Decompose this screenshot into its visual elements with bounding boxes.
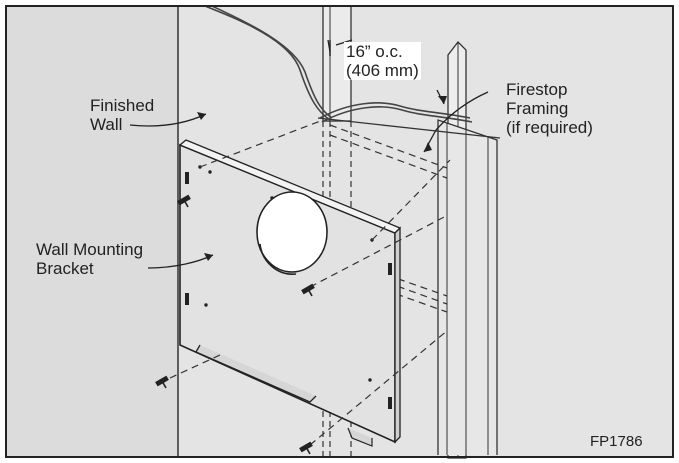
stud-spacing-line1: 16” o.c.: [346, 42, 403, 61]
stud-spacing-line2: (406 mm): [346, 61, 419, 80]
bracket-label: Wall Mounting Bracket: [36, 240, 143, 278]
bracket-line1: Wall Mounting: [36, 240, 144, 259]
firestop-line3: (if required): [506, 118, 593, 137]
bracket-line2: Bracket: [36, 259, 94, 278]
firestop-label: Firestop Framing (if required): [506, 80, 593, 137]
firestop-line1: Firestop: [506, 80, 568, 99]
figure-border: [5, 5, 674, 458]
screw-icon: [155, 194, 315, 455]
finished-wall-line2: Wall: [90, 115, 123, 134]
wall-top-line: [317, 117, 501, 139]
vent-hole: [256, 191, 328, 275]
stud-right: [437, 41, 498, 459]
figure-id: FP1786: [590, 433, 643, 450]
finished-wall-label: Finished Wall: [90, 96, 154, 134]
wiring-cables: [204, 5, 473, 123]
wall-mounting-bracket: [178, 139, 402, 447]
firestop-line2: Framing: [506, 99, 569, 118]
alignment-lines: [169, 119, 451, 446]
finished-wall-line1: Finished: [90, 96, 155, 115]
leader-arrows: [129, 39, 489, 269]
stud-spacing-label: 16” o.c. (406 mm): [344, 42, 421, 80]
